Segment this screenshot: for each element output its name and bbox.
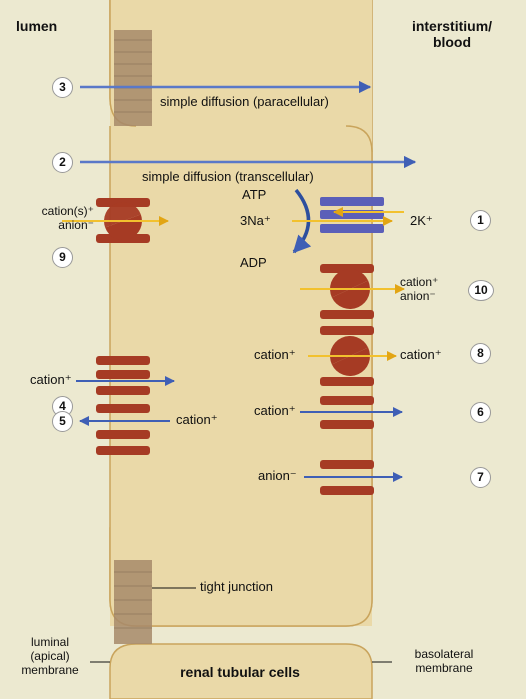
lumen-header: lumen bbox=[16, 18, 58, 34]
pathway-1-badge: 1 bbox=[470, 210, 491, 231]
lower-tubular-cell bbox=[109, 643, 373, 699]
pathway-10-cation: cation⁺ bbox=[400, 275, 439, 289]
tight-junction-top bbox=[114, 30, 152, 126]
channel-7 bbox=[320, 460, 374, 495]
pathway-6-label: cation⁺ bbox=[254, 403, 296, 418]
pathway-4-label: cation⁺ bbox=[30, 372, 72, 387]
adp-label: ADP bbox=[240, 255, 267, 270]
basolateral-line2: membrane bbox=[415, 660, 473, 675]
pathway-3-label: simple diffusion (paracellular) bbox=[160, 94, 329, 109]
carrier-8 bbox=[320, 326, 374, 386]
pathway-6-badge: 6 bbox=[470, 402, 491, 423]
interstitium-header-line2: blood bbox=[432, 34, 472, 51]
na-label: 3Na⁺ bbox=[240, 213, 271, 228]
pathway-10-labels: cation⁺ anion⁻ bbox=[400, 275, 439, 304]
luminal-membrane-label: luminal (apical) membrane bbox=[10, 635, 90, 677]
tight-junction-bottom bbox=[114, 560, 152, 644]
pathway-9-badge: 9 bbox=[52, 247, 73, 268]
pathway-9-cation: cation(s)⁺ bbox=[41, 204, 94, 218]
atp-label: ATP bbox=[242, 187, 267, 202]
luminal-line3: membrane bbox=[21, 662, 79, 677]
interstitium-header-line1: interstitium/ bbox=[411, 18, 493, 34]
pathway-9-anion: anion⁻ bbox=[58, 217, 94, 232]
cell-body-fill bbox=[110, 126, 372, 626]
pathway-5-badge: 5 bbox=[52, 411, 73, 432]
k-label: 2K⁺ bbox=[410, 213, 433, 228]
pathway-8-badge: 8 bbox=[470, 343, 491, 364]
carrier-10 bbox=[320, 264, 374, 319]
interstitium-header: interstitium/ blood bbox=[388, 18, 516, 50]
luminal-line1: luminal bbox=[30, 635, 69, 649]
pathway-5-label: cation⁺ bbox=[176, 412, 218, 427]
pathway-10-anion: anion⁻ bbox=[400, 288, 436, 303]
pathway-8-cation-left: cation⁺ bbox=[254, 347, 296, 362]
channel-6 bbox=[320, 396, 374, 429]
basolateral-membrane-label: basolateral membrane bbox=[394, 647, 494, 676]
luminal-line2: (apical) bbox=[30, 648, 70, 663]
pathway-7-label: anion⁻ bbox=[258, 468, 297, 483]
pathway-9-labels: cation(s)⁺ anion⁻ bbox=[2, 204, 94, 233]
pathway-8-cation-right: cation⁺ bbox=[400, 347, 442, 362]
channel-4 bbox=[96, 356, 150, 395]
pathway-2-badge: 2 bbox=[52, 152, 73, 173]
na-k-pump bbox=[320, 197, 384, 233]
channel-5 bbox=[96, 404, 150, 455]
pathway-10-badge: 10 bbox=[468, 280, 494, 301]
pathway-7-badge: 7 bbox=[470, 467, 491, 488]
tight-junction-label: tight junction bbox=[200, 579, 273, 594]
pathway-2-label: simple diffusion (transcellular) bbox=[142, 169, 314, 184]
renal-tubular-cells-label: renal tubular cells bbox=[180, 664, 300, 680]
basolateral-line1: basolateral bbox=[414, 647, 474, 661]
pathway-3-badge: 3 bbox=[52, 77, 73, 98]
